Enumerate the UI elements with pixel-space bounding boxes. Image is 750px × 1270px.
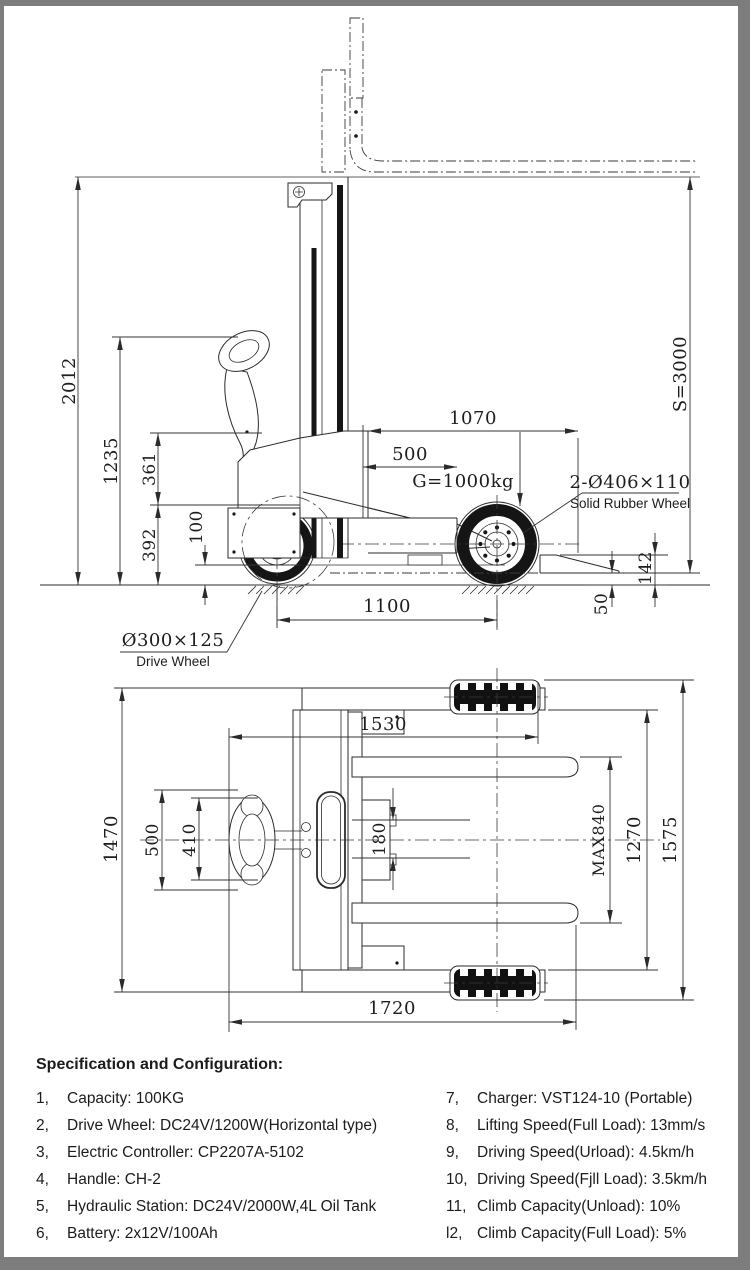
top-view: 1530 1720 1470 500 410 180 MAX840 1270 1… (101, 668, 694, 1032)
drive-wheel-spec: Ø300×125 (122, 630, 225, 651)
dim-label-tv500: 500 (143, 823, 163, 857)
fork-plan-top (351, 756, 579, 778)
spec-item: 10,Driving Speed(Fjll Load): 3.5km/h (446, 1171, 708, 1188)
rubber-wheel-spec: 2-Ø406×110 (569, 472, 690, 493)
dim-label-142: 142 (636, 551, 656, 585)
steer-envelope (241, 495, 335, 589)
frame-border-left (0, 0, 4, 1270)
dim-label-392: 392 (140, 528, 160, 562)
dim-label-1720: 1720 (368, 998, 416, 1019)
spec-item: 4, Handle: CH-2 (36, 1171, 161, 1188)
side-dimensions: 2012 1235 361 392 100 1070 500 G=1000kg … (59, 177, 693, 623)
spec-item: 3, Electric Controller: CP2207A-5102 (36, 1144, 304, 1161)
rubber-wheel-name: Solid Rubber Wheel (570, 496, 690, 511)
spec-item: 2, Drive Wheel: DC24V/1200W(Horizontal t… (36, 1117, 378, 1134)
spec-item: 9, Driving Speed(Urload): 4.5km/h (446, 1144, 695, 1161)
dim-label-1235: 1235 (101, 437, 122, 485)
dim-label-1470: 1470 (101, 815, 122, 863)
dim-label-361: 361 (140, 452, 160, 486)
dim-label-max840: MAX840 (589, 804, 608, 877)
drive-wheel-name: Drive Wheel (136, 654, 210, 669)
dim-label-100: 100 (187, 510, 207, 544)
rubber-wheel-callout: 2-Ø406×110 Solid Rubber Wheel (522, 472, 690, 534)
spec-item: 7, Charger: VST124-10 (Portable) (446, 1090, 693, 1107)
dim-label-1100: 1100 (363, 596, 411, 617)
frame-border-top (0, 0, 750, 6)
side-view: 2012 1235 361 392 100 1070 500 G=1000kg … (40, 17, 710, 669)
spec-item: 5, Hydraulic Station: DC24V/2000W,4L Oil… (36, 1198, 377, 1215)
spec-title: Specification and Configuration: (36, 1056, 284, 1073)
top-extension-lines (114, 679, 694, 1032)
dim-label-180: 180 (370, 822, 390, 856)
rubber-wheel-plan-top (444, 679, 548, 715)
dim-label-410: 410 (180, 823, 200, 857)
dim-label-1530: 1530 (359, 714, 407, 735)
top-dimensions: 1530 1720 1470 500 410 180 MAX840 1270 1… (101, 680, 686, 1025)
dim-label-1575: 1575 (660, 816, 681, 864)
frame-border-bottom (0, 1257, 750, 1270)
spec-item: l2, Climb Capacity(Full Load): 5% (446, 1225, 687, 1242)
dim-label-500: 500 (392, 444, 428, 465)
rubber-wheel-plan-bottom (444, 965, 548, 1001)
fork-plan-bottom (351, 902, 579, 924)
drive-wheel-callout: Ø300×125 Drive Wheel (120, 590, 263, 669)
dim-label-2012: 2012 (59, 357, 80, 405)
dim-label-1270: 1270 (624, 816, 645, 864)
load-label: G=1000kg (412, 471, 514, 492)
spec-column-right: 7, Charger: VST124-10 (Portable) 8, Lift… (446, 1085, 738, 1247)
battery-box (227, 507, 301, 559)
load-wheel (340, 495, 580, 630)
ground-hatching (247, 585, 535, 595)
dim-label-1070: 1070 (449, 408, 497, 429)
power-unit-body (227, 430, 411, 589)
spec-column-left: 1, Capacity: 100KG 2, Drive Wheel: DC24V… (36, 1085, 436, 1247)
spec-item: 1, Capacity: 100KG (36, 1090, 185, 1107)
spec-item: 8, Lifting Speed(Full Load): 13mm/s (446, 1117, 706, 1134)
dim-label-s3000: S=3000 (670, 336, 691, 412)
spec-item: 11, Climb Capacity(Unload): 10% (446, 1198, 681, 1215)
raised-fork-phantom (321, 17, 697, 173)
spec-item: 6, Battery: 2x12V/100Ah (36, 1225, 218, 1242)
dim-label-50: 50 (592, 593, 612, 616)
technical-drawing: 2012 1235 361 392 100 1070 500 G=1000kg … (40, 17, 710, 1032)
frame-border-right (738, 0, 750, 1270)
